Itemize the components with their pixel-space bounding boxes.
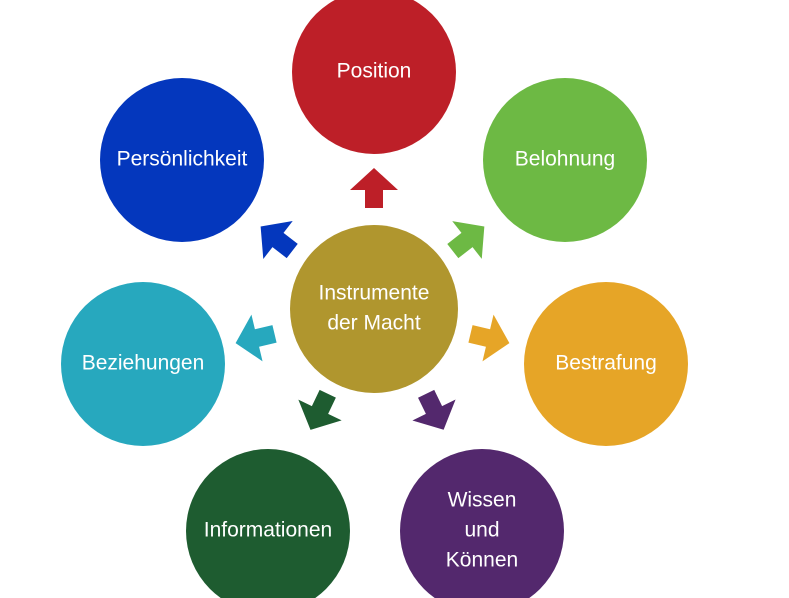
- belohnung-circle: [483, 78, 647, 242]
- persoenlichkeit-label: Persönlichkeit: [117, 148, 248, 171]
- position-label: Position: [337, 60, 412, 83]
- node-informationen: Informationen: [186, 449, 350, 598]
- belohnung-label: Belohnung: [515, 148, 615, 171]
- position-arrow-icon: [350, 168, 398, 208]
- node-belohnung: Belohnung: [483, 78, 647, 242]
- node-beziehungen: Beziehungen: [61, 282, 225, 446]
- bestrafung-circle: [524, 282, 688, 446]
- wissen-koennen-arrow-icon: [412, 389, 456, 430]
- node-center: Instrumente der Macht: [290, 225, 458, 393]
- node-persoenlichkeit: Persönlichkeit: [100, 78, 264, 242]
- node-bestrafung: Bestrafung: [524, 282, 688, 446]
- informationen-label: Informationen: [204, 519, 332, 542]
- belohnung-arrow-icon: [447, 221, 485, 259]
- wissen-koennen-label: Wissen: [448, 489, 517, 512]
- persoenlichkeit-arrow-icon: [260, 221, 298, 259]
- center-circle: [290, 225, 458, 393]
- position-circle: [292, 0, 456, 154]
- center-label: Instrumente: [319, 282, 430, 305]
- beziehungen-label: Beziehungen: [82, 352, 205, 375]
- node-position: Position: [292, 0, 456, 154]
- center-label: der Macht: [327, 312, 421, 335]
- beziehungen-circle: [61, 282, 225, 446]
- wissen-koennen-label: und: [464, 519, 499, 542]
- beziehungen-arrow-icon: [235, 314, 277, 362]
- bestrafung-label: Bestrafung: [555, 352, 657, 375]
- wissen-koennen-label: Können: [446, 549, 518, 572]
- informationen-circle: [186, 449, 350, 598]
- bestrafung-arrow-icon: [468, 314, 510, 362]
- wissen-koennen-circle: [400, 449, 564, 598]
- informationen-arrow-icon: [298, 389, 342, 430]
- persoenlichkeit-circle: [100, 78, 264, 242]
